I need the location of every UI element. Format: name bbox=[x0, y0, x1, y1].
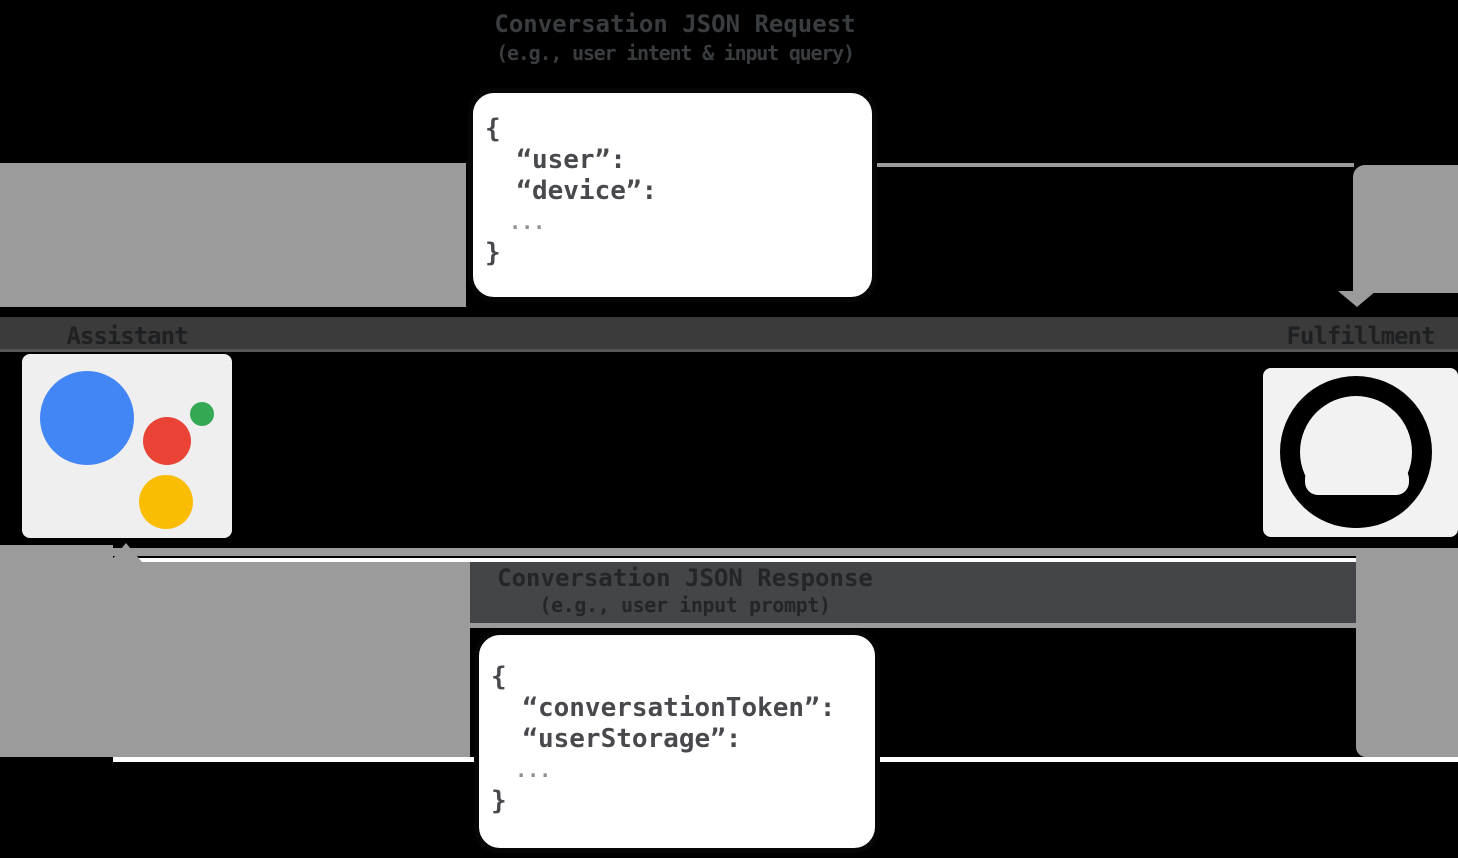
actor-label-band-divider bbox=[0, 349, 1458, 352]
assistant-yellow-dot bbox=[139, 475, 193, 529]
actor-label-band bbox=[0, 317, 1458, 352]
request-title: Conversation JSON Request bbox=[494, 10, 856, 38]
code-line: { bbox=[491, 662, 507, 692]
response-arrow-left-end bbox=[0, 545, 113, 757]
response-subtitle: (e.g., user input prompt) bbox=[539, 593, 831, 617]
code-line: ... bbox=[491, 758, 552, 782]
response-caption-band-edge bbox=[470, 623, 1356, 628]
response-arrow-shaft-left bbox=[113, 562, 470, 757]
response-title: Conversation JSON Response bbox=[497, 564, 873, 592]
fulfillment-card bbox=[1263, 368, 1458, 537]
response-arrow-vertical bbox=[1356, 548, 1458, 757]
response-arrow-top-edge bbox=[113, 548, 1458, 556]
assistant-green-dot bbox=[190, 402, 214, 426]
request-subtitle: (e.g., user intent & input query) bbox=[496, 41, 855, 65]
code-line: } bbox=[491, 786, 507, 816]
code-line: } bbox=[485, 238, 501, 268]
code-line: ... bbox=[485, 210, 546, 234]
fulfillment-label: Fulfillment bbox=[1286, 322, 1436, 350]
request-json-bubble: { “user”: “device”: ...} bbox=[468, 88, 877, 302]
request-arrow-vertical bbox=[1353, 165, 1458, 293]
code-line: { bbox=[485, 114, 501, 144]
response-json-bubble: { “conversationToken”: “userStorage”: ..… bbox=[474, 630, 880, 853]
code-line: “conversationToken”: bbox=[491, 693, 836, 723]
request-arrowhead-down-icon bbox=[1338, 291, 1376, 307]
response-arrow-white-edge bbox=[113, 558, 1458, 562]
google-cloud-icon bbox=[1280, 376, 1432, 528]
assistant-label: Assistant bbox=[66, 322, 188, 350]
code-line: “device”: bbox=[485, 176, 658, 206]
response-caption-band bbox=[470, 562, 1356, 628]
request-json-code: { “user”: “device”: ...} bbox=[485, 114, 657, 269]
request-arrow-shaft bbox=[0, 163, 466, 307]
request-arrow-top-edge bbox=[858, 163, 1354, 167]
assistant-blue-dot bbox=[40, 371, 134, 465]
response-arrowhead-up-icon bbox=[110, 543, 142, 562]
assistant-red-dot bbox=[143, 417, 191, 465]
response-json-code: { “conversationToken”: “userStorage”: ..… bbox=[491, 662, 835, 817]
code-line: “user”: bbox=[485, 145, 626, 175]
cloud-glyph bbox=[1305, 428, 1409, 495]
code-line: “userStorage”: bbox=[491, 724, 742, 754]
